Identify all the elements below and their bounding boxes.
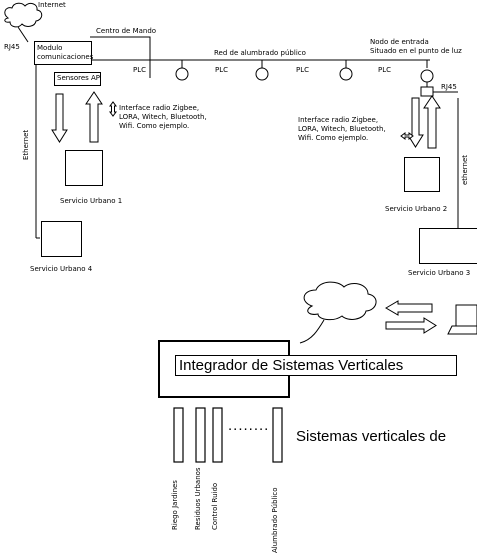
lamp-2-icon <box>255 67 269 81</box>
plc-label-2: PLC <box>215 66 229 74</box>
rj45-right-label: RJ45 <box>441 83 457 91</box>
radio-interface-left-label: Interface radio Zigbee, LORA, Witech, Bl… <box>119 104 207 130</box>
radio-arrow-left-icon <box>109 101 117 117</box>
vertical-bar-3 <box>212 407 223 463</box>
plc-label-4: PLC <box>378 66 392 74</box>
integrator-label: Integrador de Sistemas Verticales <box>179 357 404 374</box>
network-label: Red de alumbrado público <box>214 49 306 57</box>
internet-label: Internet <box>38 1 66 9</box>
urban-service-3-box <box>419 228 477 264</box>
entry-node-box <box>420 86 434 97</box>
communications-module-box: Modulo comunicaciones <box>34 41 94 65</box>
vertical-label-lighting: Alumbrado Público <box>271 487 279 553</box>
rj45-left-label: RJ45 <box>4 43 20 51</box>
plc-label-3: PLC <box>296 66 310 74</box>
urban-service-1-box <box>65 150 103 186</box>
vertical-bar-4 <box>272 407 283 463</box>
sensors-label: Sensores AP <box>57 74 101 82</box>
radio-arrow-right-icon <box>400 132 414 140</box>
internet-cloud-icon <box>4 2 43 28</box>
up-arrow-left-icon <box>85 91 103 143</box>
urban-service-4-label: Servicio Urbano 4 <box>30 265 93 273</box>
vertical-bar-2 <box>195 407 206 463</box>
up-arrow-right-icon <box>423 95 441 149</box>
left-arrow-bottom-icon <box>385 300 433 316</box>
urban-service-4-box <box>41 221 82 257</box>
module-label: Modulo comunicaciones <box>37 44 94 61</box>
control-center-label: Centro de Mando <box>96 27 157 35</box>
vertical-label-noise: Control Ruido <box>211 482 219 530</box>
vertical-label-waste: Residuos Urbanos <box>194 467 202 530</box>
down-arrow-right-icon <box>407 97 424 148</box>
ethernet-left-label: Ethernet <box>22 129 30 160</box>
urban-service-2-box <box>404 157 440 192</box>
urban-service-1-label: Servicio Urbano 1 <box>60 197 123 205</box>
urban-service-3-label: Servicio Urbano 3 <box>408 269 471 277</box>
lamp-3-icon <box>339 67 353 81</box>
dots-separator: ........ <box>228 417 270 434</box>
ethernet-right-label: ethernet <box>461 154 469 185</box>
integrator-label-box: Integrador de Sistemas Verticales <box>175 355 457 376</box>
plc-label-1: PLC <box>133 66 147 74</box>
right-arrow-bottom-icon <box>385 317 437 334</box>
lamp-4-icon <box>420 69 434 83</box>
down-arrow-left-icon <box>51 93 68 143</box>
entry-node-label: Nodo de entrada Situado en el punto de l… <box>370 38 462 55</box>
lamp-1-icon <box>175 67 189 81</box>
vertical-bar-1 <box>173 407 184 463</box>
vertical-systems-label: Sistemas verticales de <box>296 428 447 445</box>
radio-interface-right-label: Interface radio Zigbee, LORA, Witech, Bl… <box>298 116 386 142</box>
bottom-cloud-icon <box>303 281 377 321</box>
urban-service-2-label: Servicio Urbano 2 <box>385 205 448 213</box>
laptop-icon <box>447 304 477 335</box>
vertical-label-irrigation: Riego Jardines <box>171 480 179 530</box>
sensors-box: Sensores AP <box>54 72 101 86</box>
